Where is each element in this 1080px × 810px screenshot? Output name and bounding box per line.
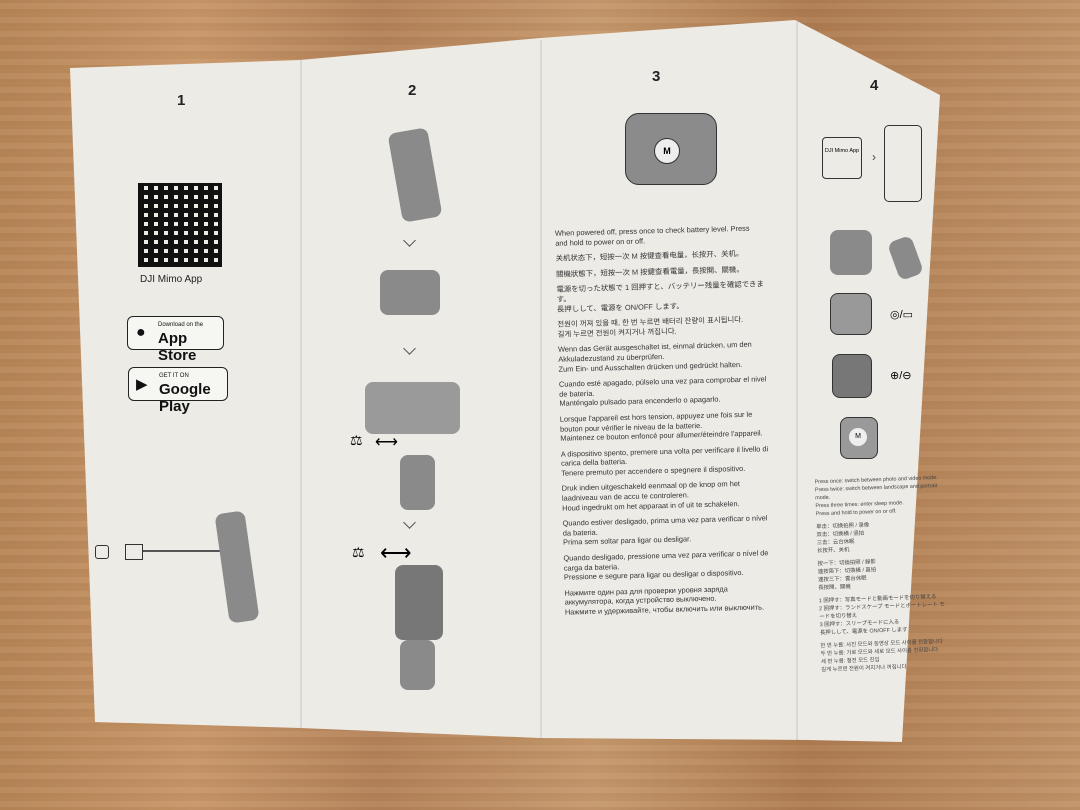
instruction-line: Press and hold to power on or off. — [815, 508, 897, 518]
instruction-line: Prima sem soltar para ligar ou desligar. — [562, 534, 692, 548]
instruction-line: 2 回押す：ランドスケープ モードとポートレート モードを切り替え — [818, 601, 945, 621]
instruction-paragraph: 按一下：切換拍照 / 錄影連按兩下：切換橫 / 直拍連按三下：雲台休眠長按開、關… — [817, 556, 948, 593]
gimbal-illustration — [400, 640, 435, 690]
instruction-line: 双击：切换横 / 竖拍 — [816, 530, 865, 539]
panel-number: 1 — [177, 92, 186, 109]
panel-number: 4 — [870, 77, 879, 94]
gimbal-illustration — [400, 455, 435, 510]
play-icon: ▶ — [136, 376, 148, 393]
instruction-paragraph: Quando desligado, pressione uma vez para… — [563, 548, 772, 582]
qr-code[interactable] — [138, 183, 222, 267]
fold-line — [300, 60, 302, 728]
instruction-paragraph: 전원이 꺼져 있을 때, 한 번 누르면 배터리 잔량이 표시됩니다.길게 누르… — [557, 314, 765, 339]
photo-video-icon: ◎/▭ — [890, 309, 914, 321]
instruction-line: 长按开、关机 — [816, 547, 850, 555]
instruction-line: 長按開、關機 — [818, 584, 851, 592]
instruction-line: 長押しして、電源を ON/OFF します。 — [556, 301, 684, 314]
instruction-line: Quando estiver desligado, prima uma vez … — [562, 513, 768, 538]
fold-line — [796, 22, 798, 740]
instruction-paragraph: Нажмите один раз для проверки уровня зар… — [564, 583, 773, 617]
charging-illustration — [95, 540, 275, 570]
instruction-paragraph: 電源を切った状態で 1 回押すと、バッテリー残量を確認できます。長押しして、電源… — [556, 280, 765, 314]
instruction-line: 長押しして、電源を ON/OFF します — [819, 627, 908, 637]
instruction-line: 連按兩下：切換橫 / 直拍 — [817, 567, 877, 576]
balance-icon: ⚖ — [350, 432, 363, 448]
instruction-paragraph: A dispositivo spento, premere una volta … — [561, 444, 770, 478]
instruction-paragraph: 关机状态下，短按一次 M 按键查看电量，长按开、关机。 — [556, 249, 764, 264]
m-button: M — [654, 138, 680, 164]
instruction-paragraph: When powered off, press once to check ba… — [555, 223, 763, 248]
m-button-instructions: Press once: switch between photo and vid… — [815, 474, 952, 679]
instruction-paragraph: Quando estiver desligado, prima uma vez … — [562, 513, 771, 548]
app-name: DJI Mimo App — [140, 274, 203, 285]
instruction-line: Cuando esté apagado, púlselo una vez par… — [558, 374, 767, 399]
instruction-paragraph: 单击：切换拍照 / 录像双击：切换横 / 竖拍三击：云台休眠长按开、关机 — [816, 519, 947, 556]
instruction-paragraph: Lorsque l'appareil est hors tension, app… — [560, 409, 769, 443]
google-play-badge[interactable]: ▶ GET IT ON Google Play — [128, 367, 228, 415]
panel-number: 3 — [652, 68, 661, 85]
panel-number: 2 — [408, 82, 417, 99]
dji-mimo-app-tile: DJI Mimo App — [822, 137, 862, 179]
instruction-line: 单击：切换拍照 / 录像 — [816, 522, 870, 531]
instruction-paragraph: 關機狀態下，短按一次 M 按鍵查看電量，長按開、關機。 — [556, 264, 764, 279]
instruction-line: 길게 누르면 전원이 켜지거나 꺼집니다. — [557, 326, 677, 339]
instruction-line: 電源を切った状態で 1 回押すと、バッテリー残量を確認できます。 — [556, 279, 764, 304]
joystick-illustration — [830, 230, 872, 275]
zoom-slider-illustration — [832, 354, 872, 398]
instruction-line: 連按三下：雲台休眠 — [817, 575, 867, 584]
phone-vertical-illustration — [395, 565, 443, 640]
instruction-line: 세 번 누름: 절전 모드 진입 — [820, 657, 880, 666]
zoom-in-out-icon: ⊕/⊖ — [890, 370, 912, 382]
fold-line — [540, 40, 542, 738]
instruction-line: 关机状态下，短按一次 M 按键查看电量，长按开、关机。 — [555, 249, 744, 263]
instruction-line: 關機狀態下，短按一次 M 按鍵查看電量，長按開、關機。 — [555, 264, 744, 279]
instruction-line: 三击：云台休眠 — [816, 538, 855, 547]
instruction-line: 按一下：切換拍照 / 錄影 — [817, 559, 877, 568]
chevron-right-icon: › — [872, 150, 876, 164]
phone-clamp-illustration — [380, 270, 440, 315]
instruction-line: 두 번 누름: 가로 모드와 세로 모드 사이를 전환합니다 — [820, 647, 939, 658]
instruction-paragraph: Cuando esté apagado, púlselo una vez par… — [559, 374, 768, 408]
power-instructions: When powered off, press once to check ba… — [555, 223, 773, 623]
phone-balance-illustration — [365, 382, 460, 434]
instruction-paragraph: Druk indien uitgeschakeld eenmaal op de … — [562, 479, 771, 513]
balance-icon: ⚖ — [352, 544, 365, 560]
double-arrow-icon: ⟷ — [380, 540, 412, 565]
instruction-line: 길게 누르면 전원이 켜지거나 꺼집니다 — [821, 664, 907, 674]
apple-icon: ● — [136, 324, 146, 341]
instruction-line: When powered off, press once to check ba… — [554, 223, 750, 248]
instruction-line: Press twice: switch between landscape an… — [814, 483, 938, 502]
m-button-illustration: M — [625, 113, 717, 185]
shutter-button-illustration — [830, 293, 872, 335]
phone-illustration — [884, 125, 922, 202]
instruction-paragraph: Wenn das Gerät ausgeschaltet ist, einmal… — [558, 340, 767, 374]
double-arrow-icon: ⟷ — [375, 434, 398, 451]
m-button-illustration: M — [840, 417, 878, 459]
instruction-paragraph: Press once: switch between photo and vid… — [815, 474, 946, 519]
app-store-badge[interactable]: ● Download on the App Store — [127, 316, 224, 364]
